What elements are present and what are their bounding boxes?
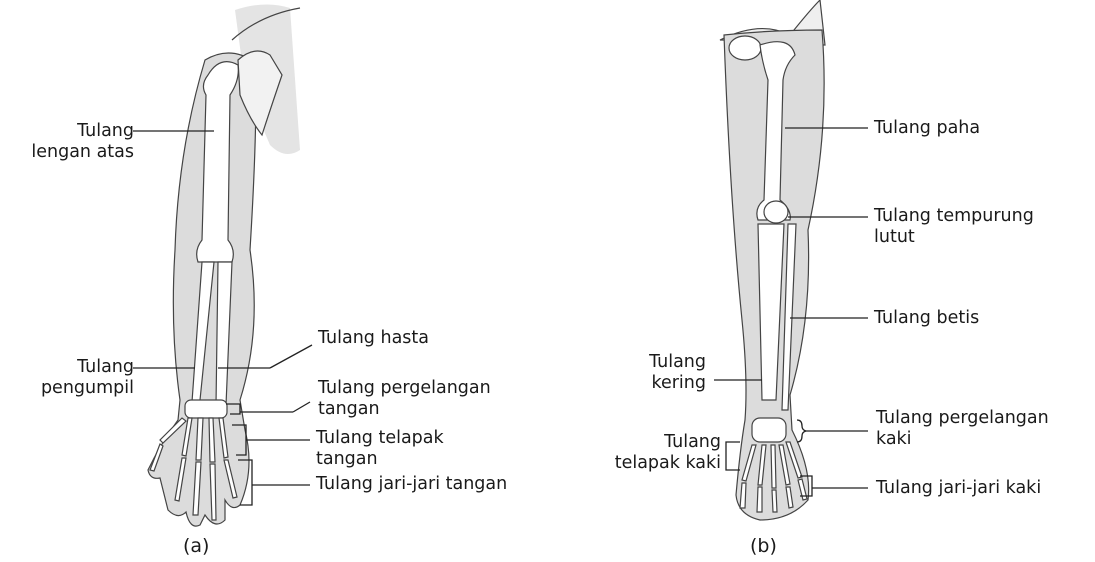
label-radius-line-2: pengumpil (41, 378, 134, 399)
label-femur: Tulang paha (874, 118, 980, 139)
label-humerus-line-1: Tulang (31, 121, 134, 142)
label-metacarpals: Tulang telapak tangan (316, 428, 444, 470)
label-carpals: Tulang pergelangan tangan (318, 378, 491, 420)
label-patella-line-2: lutut (874, 227, 1034, 248)
label-tarsals-line-2: kaki (876, 429, 1049, 450)
caption-a: (a) (183, 535, 209, 557)
label-radius: Tulang pengumpil (41, 357, 134, 399)
label-ulna: Tulang hasta (318, 328, 429, 349)
label-tarsals-line-1: Tulang pergelangan (876, 408, 1049, 429)
label-radius-line-1: Tulang (41, 357, 134, 378)
label-humerus: Tulang lengan atas (31, 121, 134, 163)
label-tibia: Tulang kering (649, 352, 706, 394)
label-metatarsals-line-1: Tulang (615, 432, 721, 453)
caption-b: (b) (750, 535, 777, 557)
label-patella-line-1: Tulang tempurung (874, 206, 1034, 227)
label-foot-phalanges: Tulang jari-jari kaki (876, 478, 1041, 499)
patella-bone (764, 201, 788, 223)
carpal-bones (185, 400, 227, 418)
label-patella: Tulang tempurung lutut (874, 206, 1034, 248)
label-fibula: Tulang betis (874, 308, 979, 329)
label-carpals-line-1: Tulang pergelangan (318, 378, 491, 399)
label-metacarpals-line-1: Tulang telapak (316, 428, 444, 449)
label-tarsals: Tulang pergelangan kaki (876, 408, 1049, 450)
label-carpals-line-2: tangan (318, 399, 491, 420)
label-hand-phalanges: Tulang jari-jari tangan (316, 474, 507, 495)
label-humerus-line-2: lengan atas (31, 142, 134, 163)
label-metacarpals-line-2: tangan (316, 449, 444, 470)
tarsal-bones (752, 418, 786, 442)
label-tibia-line-2: kering (649, 373, 706, 394)
label-metatarsals: Tulang telapak kaki (615, 432, 721, 474)
label-metatarsals-line-2: telapak kaki (615, 453, 721, 474)
arm-illustration (148, 4, 300, 526)
label-tibia-line-1: Tulang (649, 352, 706, 373)
